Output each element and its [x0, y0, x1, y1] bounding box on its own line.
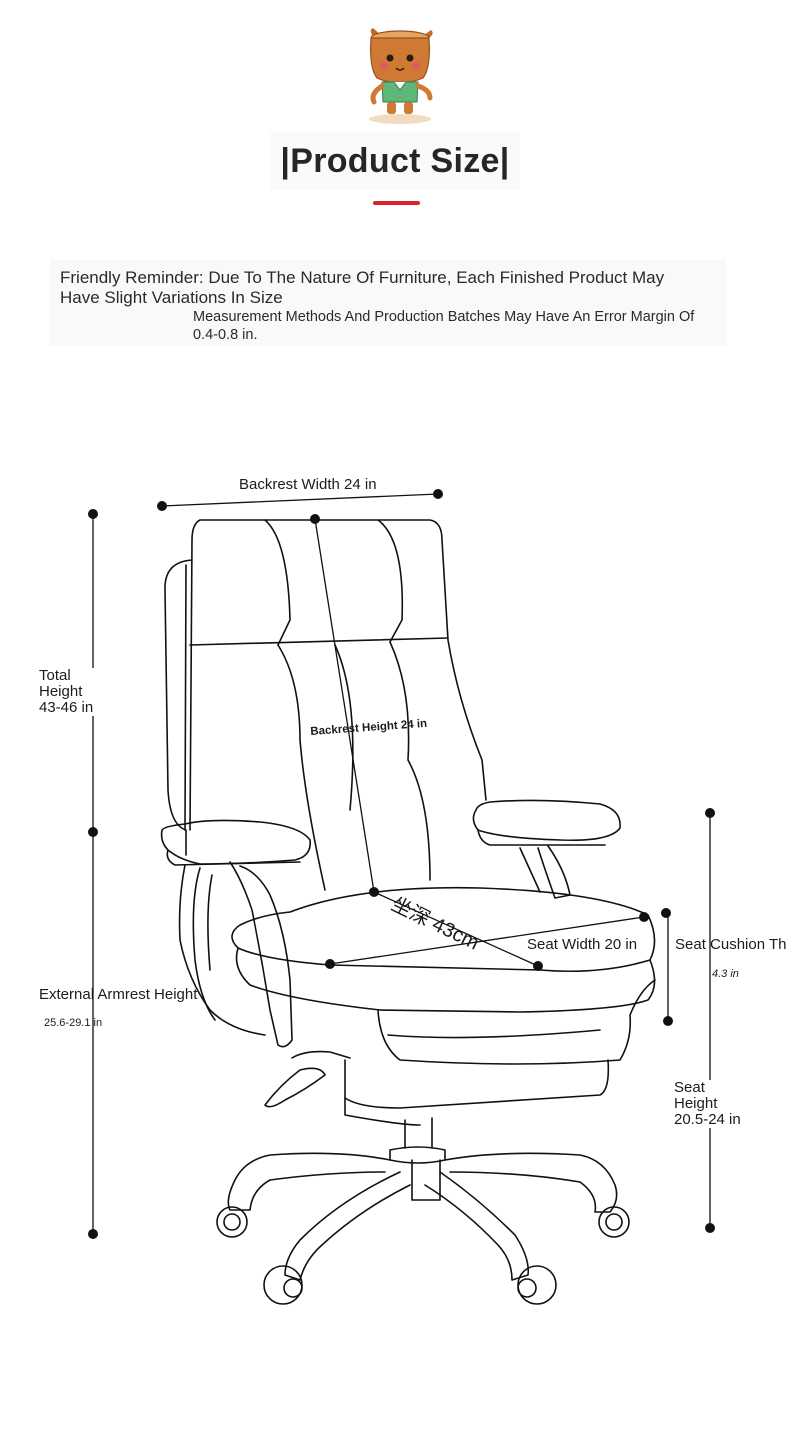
seat-height-label: Seat Height 20.5-24 in [674, 1080, 745, 1128]
tree-stump-mascot-icon [369, 28, 433, 124]
title-box: |Product Size| [270, 132, 520, 190]
seat-cushion-thickness-value: 4.3 in [712, 968, 739, 980]
external-armrest-height-label: External Armrest Height [39, 986, 198, 1003]
caster-front-left [263, 1265, 303, 1305]
seat-cushion-thickness-label: Seat Cushion Th [675, 936, 787, 953]
chair-base [227, 1152, 391, 1211]
backrest-width-label: Backrest Width 24 in [239, 476, 377, 493]
left-armrest [160, 819, 312, 865]
footrest [344, 1059, 610, 1109]
caster-right [598, 1206, 630, 1238]
notice-main-text: Friendly Reminder: Due To The Nature Of … [60, 268, 665, 307]
backrest-outline [189, 519, 487, 831]
seat-width-label: Seat Width 20 in [527, 936, 638, 953]
right-armrest [472, 799, 621, 842]
page-title: |Product Size| [280, 142, 510, 180]
title-underline [373, 201, 420, 205]
total-height-label: Total Height 43-46 in [39, 668, 100, 716]
seat-width-line [329, 916, 645, 965]
measure-points [88, 489, 715, 1239]
seat-cushion [231, 886, 656, 973]
gas-lift [404, 1117, 433, 1149]
notice-sub-text: Measurement Methods And Production Batch… [193, 309, 695, 343]
notice-box [50, 260, 726, 346]
caster-front-right [517, 1265, 557, 1305]
backrest-width-line [161, 493, 439, 507]
external-armrest-height-value: 25.6-29.1 in [44, 1017, 103, 1029]
seat-depth-line [373, 891, 539, 967]
backrest-height-line [314, 518, 375, 893]
chair-diagram [88, 489, 715, 1305]
caster-left [216, 1206, 248, 1238]
